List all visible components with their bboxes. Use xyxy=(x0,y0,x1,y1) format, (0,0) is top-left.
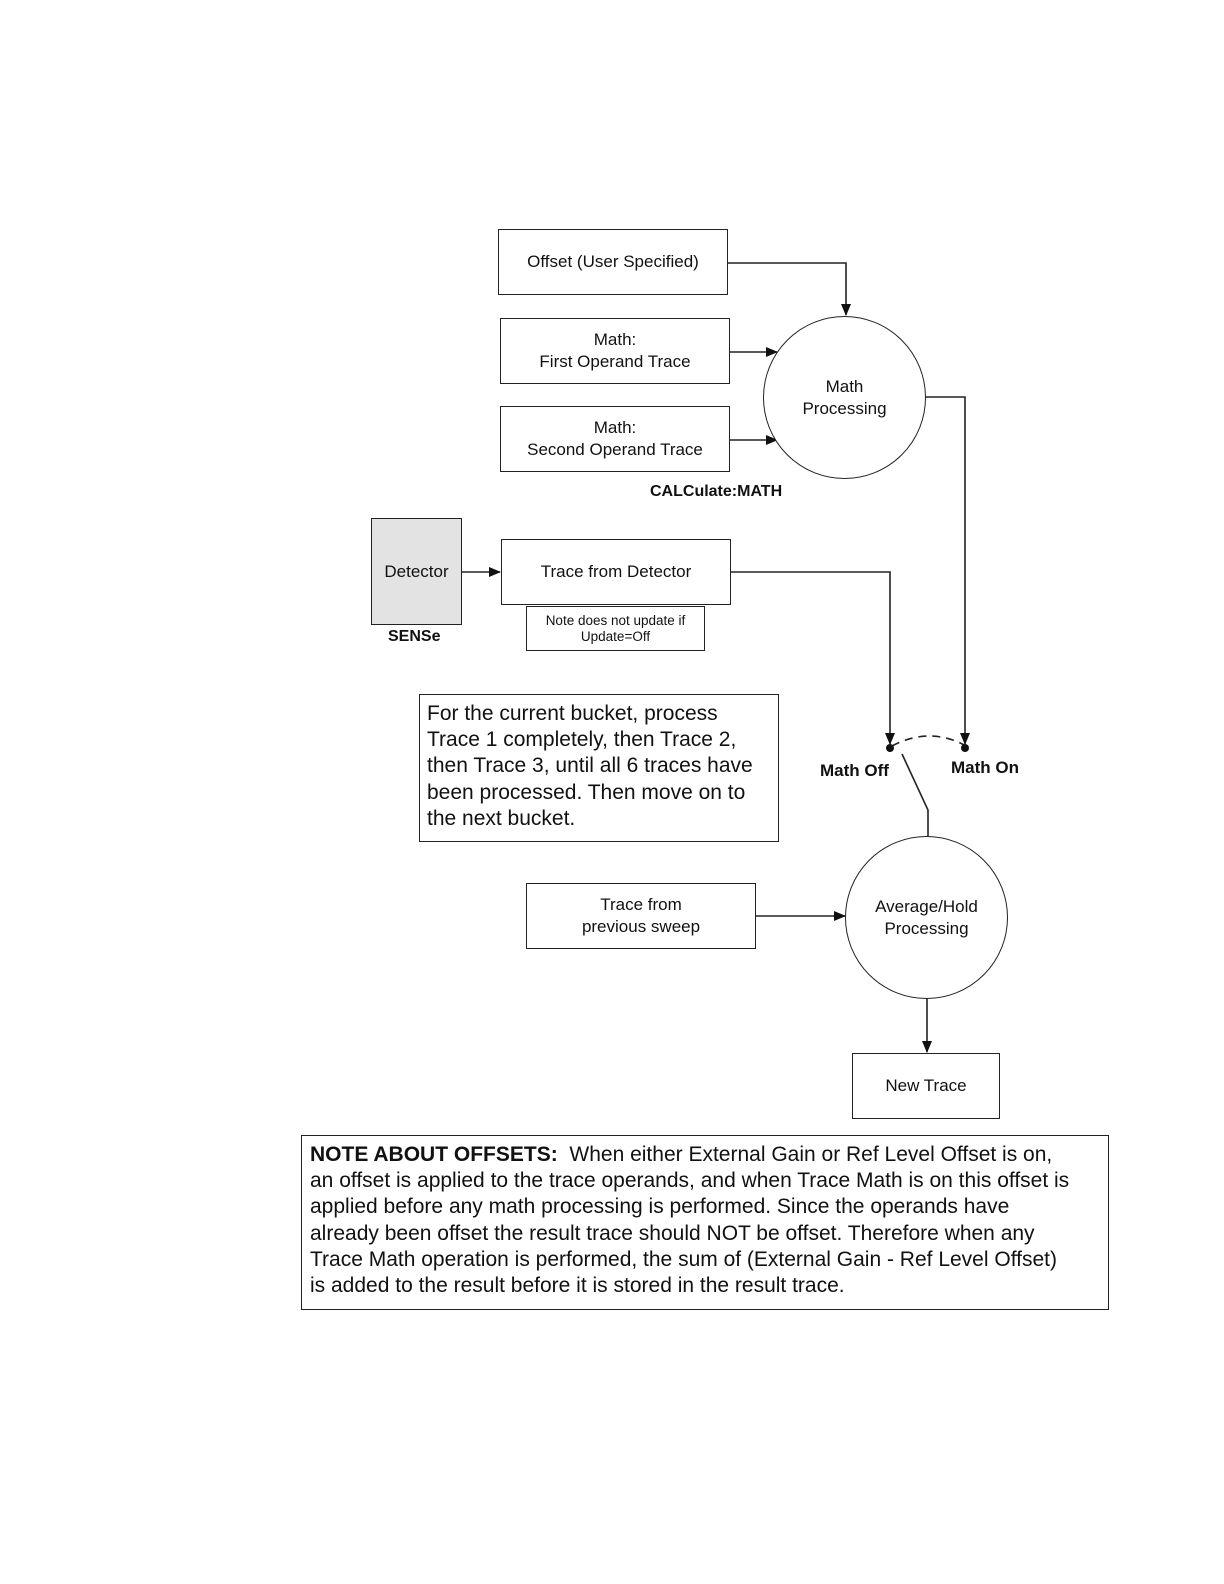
offset-to-math-arrow xyxy=(728,262,851,316)
math-on-label: Math On xyxy=(951,758,1019,777)
offsets-note-line-2: an offset is applied to the trace operan… xyxy=(310,1169,1070,1193)
average-hold-line-1: Average/Hold xyxy=(875,896,978,916)
sense-label: SENSe xyxy=(388,628,441,645)
math-on-contact xyxy=(961,744,969,752)
bucket-note-line-5: the next bucket. xyxy=(427,806,576,830)
previous-sweep-line-2: previous sweep xyxy=(581,917,701,936)
math-processing-line-2: Processing xyxy=(802,398,887,418)
second-operand-line-2: Second Operand Trace xyxy=(527,440,703,459)
math-off-label: Math Off xyxy=(820,761,889,780)
offset-user-specified-box: Offset (User Specified) xyxy=(498,229,728,295)
detector-label: Detector xyxy=(384,561,449,581)
update-note-box: Note does not update if Update=Off xyxy=(526,606,705,651)
trace-from-detector-box: Trace from Detector xyxy=(501,539,731,605)
bucket-note-line-3: then Trace 3, until all 6 traces have xyxy=(427,754,753,778)
first-operand-line-1: Math: xyxy=(593,330,637,349)
math-processing-to-math-on xyxy=(925,396,970,745)
previous-sweep-box: Trace from previous sweep xyxy=(526,883,756,949)
offsets-note-heading: NOTE ABOUT OFFSETS: xyxy=(310,1143,558,1166)
bucket-processing-note: For the current bucket, process Trace 1 … xyxy=(419,694,779,842)
offsets-note-line-4: already been offset the result trace sho… xyxy=(310,1221,1035,1245)
second-operand-line-1: Math: xyxy=(593,418,637,437)
offsets-note-line-6: is added to the result before it is stor… xyxy=(310,1274,845,1298)
offsets-note-line-3: applied before any math processing is pe… xyxy=(310,1195,1010,1219)
offsets-note-box: NOTE ABOUT OFFSETS: When either External… xyxy=(301,1135,1109,1310)
new-trace-label: New Trace xyxy=(885,1076,967,1095)
update-note-line-1: Note does not update if xyxy=(545,612,686,628)
first-operand-trace-box: Math: First Operand Trace xyxy=(500,318,730,384)
offsets-note-line-1: NOTE ABOUT OFFSETS: When either External… xyxy=(310,1142,1100,1168)
second-operand-trace-box: Math: Second Operand Trace xyxy=(500,406,730,472)
update-note-line-2: Update=Off xyxy=(580,628,651,644)
calculate-math-label: CALCulate:MATH xyxy=(650,483,783,500)
bucket-note-line-4: been processed. Then move on to xyxy=(427,780,746,804)
previous-sweep-line-1: Trace from xyxy=(600,895,682,914)
math-processing-node: Math Processing xyxy=(763,316,926,479)
bucket-note-line-1: For the current bucket, process xyxy=(427,702,718,725)
math-off-contact xyxy=(886,744,894,752)
math-processing-line-1: Math xyxy=(825,376,864,396)
switch-arm xyxy=(901,753,929,836)
new-trace-box: New Trace xyxy=(852,1053,1000,1119)
offsets-note-line-1-text: When either External Gain or Ref Level O… xyxy=(557,1143,1053,1166)
bucket-note-line-2: Trace 1 completely, then Trace 2, xyxy=(427,728,737,752)
average-hold-line-2: Processing xyxy=(884,918,969,938)
detector-box: Detector xyxy=(371,518,462,625)
first-operand-line-2: First Operand Trace xyxy=(539,352,691,371)
average-hold-processing-node: Average/Hold Processing xyxy=(845,836,1008,999)
offset-box-label: Offset (User Specified) xyxy=(527,252,699,271)
offsets-note-line-5: Trace Math operation is performed, the s… xyxy=(310,1247,1057,1271)
trace-from-detector-label: Trace from Detector xyxy=(540,562,692,581)
switch-throw-dashed xyxy=(891,735,967,747)
trace-detector-to-math-off xyxy=(731,571,895,745)
